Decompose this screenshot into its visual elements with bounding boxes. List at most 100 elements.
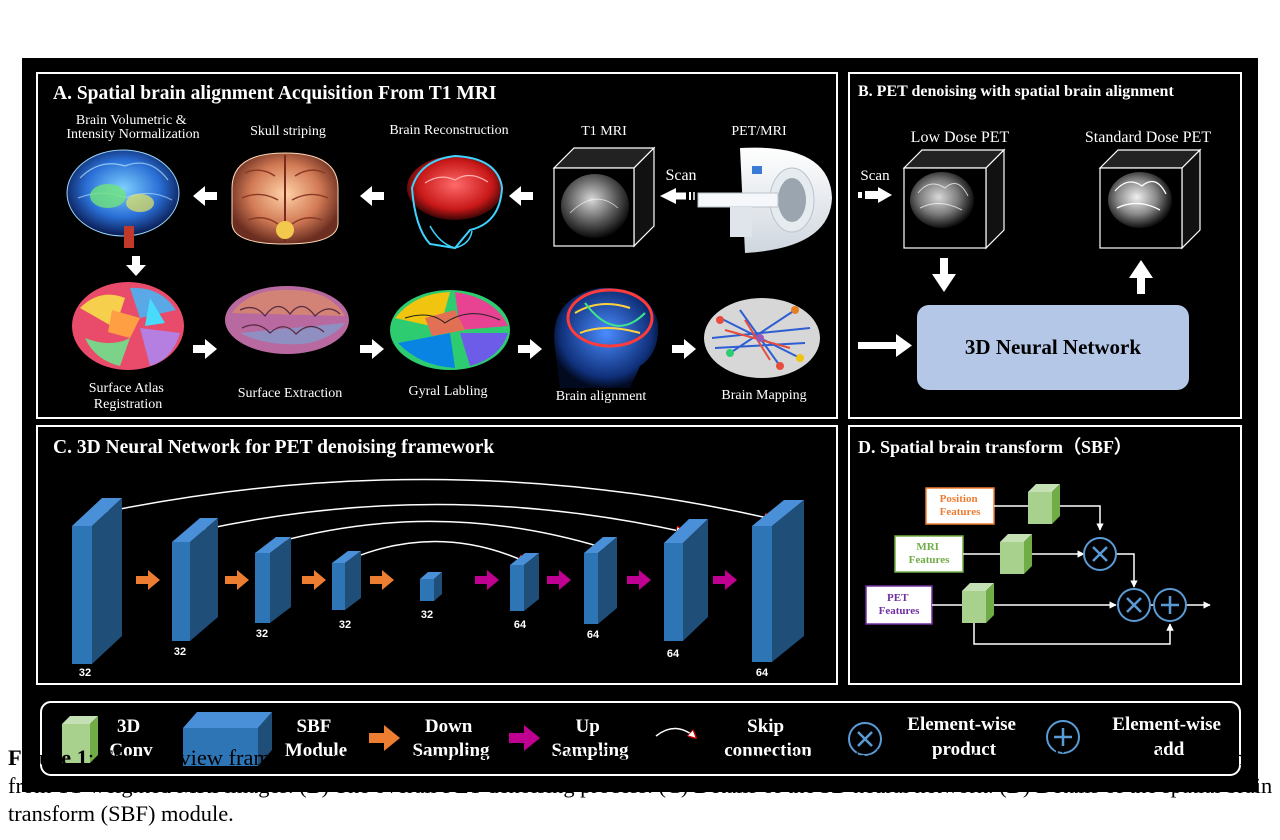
label-gyral-labling: Gyral Labling [409,384,488,399]
label-brain-mapping: Brain Mapping [721,388,806,403]
channel-label: 32 [421,609,433,621]
add-icon [1153,588,1187,622]
neural-network-label: 3D Neural Network [965,335,1141,359]
legend-conv-icon [62,716,98,763]
panel-d-border [848,425,1242,685]
panel-c-border [36,425,838,685]
brain-volumetric-image [66,149,180,248]
skull-striping-image [231,152,339,245]
sbf-block [584,537,617,624]
arrow-left-icon [509,186,533,206]
flow-arrows-bottom [193,339,696,359]
product-icon [1083,537,1117,571]
surface-atlas-image [72,282,184,370]
arrow-up-icon [1129,260,1153,294]
panel-c: C. 3D Neural Network for PET denoising f… [36,425,838,685]
up-sampling-arrow-icon [547,570,571,590]
legend-up-label: Up Sampling [551,716,629,761]
legend-product-label: Element-wise product [907,714,1020,760]
surface-extraction-image [225,286,349,354]
legend-add-icon [1046,720,1080,754]
panel-b-title: B. PET denoising with spatial brain alig… [858,83,1174,100]
panel-a-title: A. Spatial brain alignment Acquisition F… [53,83,497,104]
caption-text: : The overview framework of the proposed… [8,745,1273,826]
panel-b-scan-label: Scan [860,168,890,184]
legend-sbf-label: SBF Module [285,716,347,761]
arrow-right-icon [518,339,542,359]
conv-cube [962,583,994,623]
gyral-labeling-image [390,290,510,370]
brain-alignment-image [554,287,659,388]
conv-cube [1028,484,1060,524]
label-t1-mri: T1 MRI [581,124,627,139]
arrow-right-icon [672,339,696,359]
arrow-left-icon [360,186,384,206]
arrow-right-icon [193,339,217,359]
arrow-down-icon [126,256,146,276]
label-low-dose-pet: Low Dose PET [911,129,1010,146]
legend-skip-label: Skip connection [724,716,812,761]
label-surface-extraction: Surface Extraction [238,386,343,401]
sbf-block [420,572,442,601]
channel-label: 32 [339,619,351,631]
standard-dose-pet-cube [1098,148,1202,250]
arrow-right-icon [360,339,384,359]
arrow-left-icon [193,186,217,206]
channel-label: 64 [667,648,680,660]
label-brain-volumetric: Brain Volumetric & Intensity Normalizati… [66,113,199,142]
sbf-block [72,498,122,664]
sbf-block [172,518,218,641]
conv-cube [1000,534,1032,574]
panel-a: A. Spatial brain alignment Acquisition F… [36,72,838,419]
down-sampling-arrow-icon [302,570,326,590]
label-standard-dose-pet: Standard Dose PET [1085,129,1211,146]
up-sampling-arrow-icon [627,570,651,590]
pet-mri-scanner-image [697,147,832,253]
mri-features-box [894,535,964,573]
position-features-label: Position Features [940,493,981,518]
channel-label: 64 [587,629,600,641]
skip-connections [99,478,772,562]
panel-b-border [848,72,1242,419]
legend-down-label: Down Sampling [412,716,490,761]
scan-arrow-icon [858,187,892,203]
sbf-block [752,500,804,662]
neural-network-box [917,305,1189,390]
pet-features-box [865,585,933,625]
caption-label: Figure 1 [8,745,88,770]
channel-label: 32 [256,628,268,640]
panel-d: D. Spatial brain transform（SBF） Position… [848,425,1242,685]
panel-d-title: D. Spatial brain transform（SBF） [858,437,1132,457]
down-sampling-arrows [136,570,394,590]
down-sampling-arrow-icon [225,570,249,590]
legend: 3D Conv SBF Module Down Sampling Up Samp… [40,701,1241,776]
down-sampling-arrow-icon [370,570,394,590]
skip-connection-arc [99,478,772,519]
arrow-right-icon [858,334,912,357]
label-brain-reconstruction: Brain Reconstruction [389,123,508,138]
label-brain-alignment: Brain alignment [556,389,647,404]
panel-b: B. PET denoising with spatial brain alig… [848,72,1242,419]
skip-connection-arc [277,520,604,548]
brain-mapping-image [704,298,820,378]
legend-down-sampling-icon [369,725,400,751]
brain-reconstruction-image [407,154,504,250]
sbf-block [664,519,708,641]
product-icon [1117,588,1151,622]
channel-label: 32 [79,667,91,679]
down-sampling-arrow-icon [136,570,160,590]
sbf-block [332,551,361,610]
sbf-block [255,537,291,623]
label-skull-striping: Skull striping [250,124,326,139]
legend-up-sampling-icon [509,725,540,751]
legend-product-icon [848,722,882,756]
arrow-down-icon [932,258,956,292]
up-sampling-arrow-icon [713,570,737,590]
up-sampling-arrow-icon [475,570,499,590]
position-features-box [925,487,995,525]
scan-arrow-icon [660,188,695,204]
pet-features-label: PET Features [879,592,920,617]
legend-sbf-icon [183,712,272,766]
mri-features-label: MRI Features [909,541,950,566]
